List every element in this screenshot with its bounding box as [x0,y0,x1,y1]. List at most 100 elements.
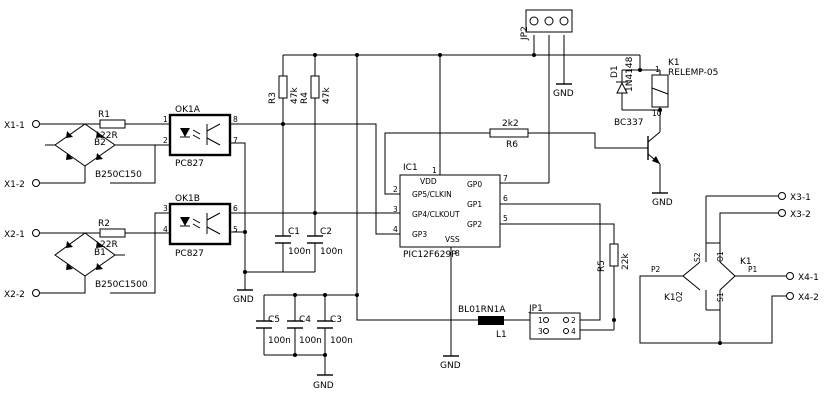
svg-text:100n: 100n [288,247,311,257]
jumper-jp1: JP1 1 3 2 4 [528,304,581,340]
svg-text:IC1: IC1 [403,163,418,173]
svg-text:VDD: VDD [420,177,437,186]
svg-text:S2: S2 [693,252,702,262]
capacitor-c2: C2 100n [307,227,343,257]
capacitor-c4: C4 100n [287,315,322,346]
capacitor-c3: C3 100n [317,315,353,346]
resistor-r2: R2 22R [98,219,126,250]
gnd-symbol-transistor: GND [652,192,673,208]
svg-text:GND: GND [553,89,574,99]
svg-text:C1: C1 [288,227,300,237]
terminal-x3-2: X3-2 [778,209,811,220]
svg-text:GP0: GP0 [467,180,482,189]
svg-text:PC827: PC827 [175,249,204,259]
svg-text:C2: C2 [320,227,332,237]
svg-text:R1: R1 [98,110,110,120]
svg-text:100n: 100n [330,336,353,346]
resistor-r5: R5 22k [597,243,631,272]
svg-text:X2-2: X2-2 [4,290,25,300]
bridge-b1: B1 B250C1500 [54,232,148,290]
svg-text:JP1: JP1 [528,304,543,314]
svg-text:R6: R6 [506,140,518,150]
svg-text:GP4/CLKOUT: GP4/CLKOUT [412,210,460,219]
svg-text:X4-1: X4-1 [798,273,819,283]
svg-text:B250C1500: B250C1500 [95,280,148,290]
ic1-pic12f629: IC1 PIC12F629P VDD GP5/CLKIN GP4/CLKOUT … [393,163,508,260]
optocoupler-ok1a: 1 2 8 7 OK1A PC827 [163,105,238,169]
svg-text:100n: 100n [268,336,291,346]
gnd-symbol-ok: GND [233,289,254,305]
svg-text:R3: R3 [268,92,278,104]
svg-text:22R: 22R [100,131,118,141]
svg-text:7: 7 [233,136,238,145]
optocoupler-ok1b: 3 4 6 5 OK1B PC827 [163,194,238,259]
svg-text:JP2: JP2 [520,26,530,41]
junction-dots [243,53,722,357]
svg-text:GP1: GP1 [467,200,482,209]
svg-text:10: 10 [652,109,662,118]
svg-text:X3-1: X3-1 [790,193,811,203]
svg-text:3: 3 [163,204,168,213]
svg-text:B1: B1 [94,248,106,258]
svg-text:B2: B2 [94,138,106,148]
gnd-symbol-ic: GND [440,355,461,371]
svg-text:P1: P1 [748,265,758,274]
svg-text:2: 2 [163,136,168,145]
bridge-b2: B2 B250C150 [45,123,142,180]
resistor-r6: 2k2 R6 [489,119,529,150]
svg-text:PIC12F629P: PIC12F629P [403,250,457,260]
terminal-x4-1: X4-1 [786,272,819,283]
svg-text:O1: O1 [716,251,725,262]
svg-text:BC337: BC337 [614,118,643,128]
svg-text:RELEMP-05: RELEMP-05 [668,68,718,78]
svg-text:4: 4 [571,327,576,336]
capacitor-c5: C5 100n [256,315,291,346]
svg-text:OK1B: OK1B [175,194,200,204]
svg-text:1: 1 [655,65,660,74]
gnd-symbol-jp2: GND [553,83,574,99]
svg-text:GP5/CLKIN: GP5/CLKIN [412,190,452,199]
svg-text:22k: 22k [621,253,631,270]
svg-text:P2: P2 [651,265,661,274]
svg-text:6: 6 [233,204,238,213]
terminal-x4-2: X4-2 [786,292,819,303]
resistor-r4: R4 47k [300,75,332,104]
svg-text:1: 1 [163,115,168,124]
svg-text:6: 6 [503,194,508,203]
transistor-t1: BC337 [614,118,661,165]
svg-text:7: 7 [503,174,508,183]
svg-text:4: 4 [393,225,398,234]
svg-text:1: 1 [432,166,437,175]
svg-text:O2: O2 [675,291,684,302]
svg-text:B250C150: B250C150 [95,170,142,180]
svg-text:GP2: GP2 [467,220,482,229]
svg-text:C4: C4 [299,315,311,325]
svg-text:GND: GND [440,361,461,371]
svg-text:K1: K1 [668,58,680,68]
svg-text:2: 2 [393,185,398,194]
svg-text:X1-1: X1-1 [4,121,25,131]
svg-text:X1-2: X1-2 [4,180,25,190]
svg-text:PC827: PC827 [175,159,204,169]
svg-text:5: 5 [233,225,238,234]
svg-text:GP3: GP3 [412,230,427,239]
svg-text:2k2: 2k2 [502,119,519,129]
capacitor-c1: C1 100n [275,227,311,257]
terminal-x2-1: X2-1 [4,229,40,240]
svg-text:22R: 22R [100,240,118,250]
svg-text:3: 3 [538,327,543,336]
diode-d1: D1 1N4148 [610,56,635,94]
svg-text:47k: 47k [322,87,332,104]
svg-text:100n: 100n [299,336,322,346]
svg-text:C5: C5 [268,315,280,325]
svg-text:BL01RN1A: BL01RN1A [458,305,506,315]
svg-text:X4-2: X4-2 [798,293,819,303]
svg-text:R5: R5 [597,260,607,272]
svg-text:GND: GND [652,198,673,208]
resistor-r3: R3 47k [268,75,300,104]
svg-text:R4: R4 [300,92,310,104]
svg-text:K1: K1 [664,293,676,303]
svg-text:X3-2: X3-2 [790,210,811,220]
resistor-r1: R1 22R [98,110,126,141]
